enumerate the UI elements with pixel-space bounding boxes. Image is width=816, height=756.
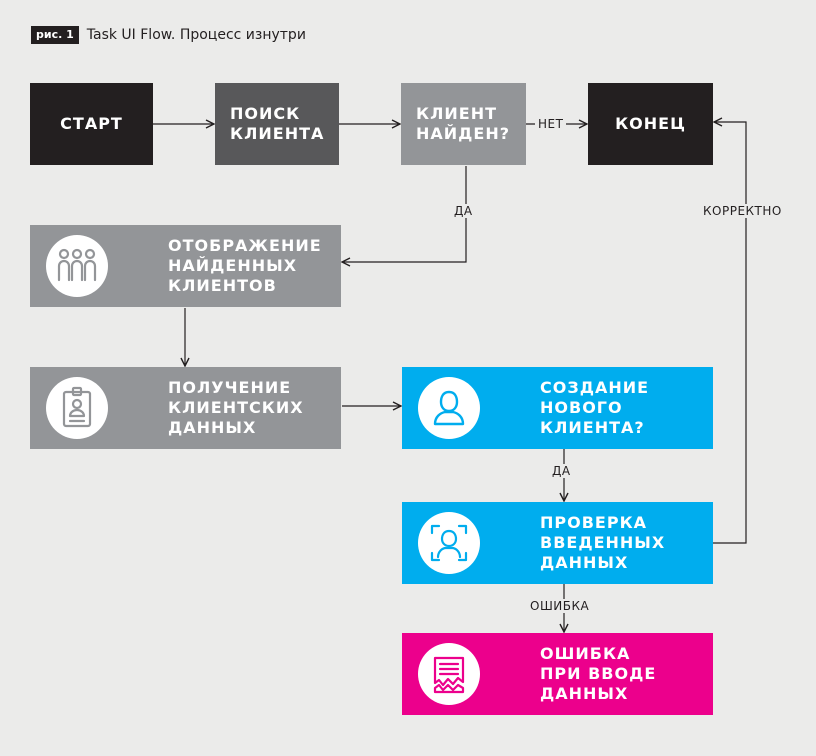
figure-tag: рис. 1 — [31, 26, 79, 44]
node-display-found-label: ОТОБРАЖЕНИЕ НАЙДЕННЫХ КЛИЕНТОВ — [168, 236, 322, 295]
node-get-client-data: ПОЛУЧЕНИЕ КЛИЕНТСКИХ ДАННЫХ — [30, 367, 341, 449]
node-search-client: ПОИСК КЛИЕНТА — [215, 83, 339, 165]
node-client-found: КЛИЕНТ НАЙДЕН? — [401, 83, 526, 165]
node-start: СТАРТ — [30, 83, 153, 165]
node-check-data: ПРОВЕРКА ВВЕДЕННЫХ ДАННЫХ — [402, 502, 713, 584]
edge-found-to-display — [342, 166, 467, 262]
node-display-found: ОТОБРАЖЕНИЕ НАЙДЕННЫХ КЛИЕНТОВ — [30, 225, 341, 307]
node-end-label: КОНЕЦ — [615, 114, 686, 133]
group-of-people-icon — [46, 235, 108, 297]
edge-label-error: ОШИБКА — [527, 599, 593, 613]
node-start-label: СТАРТ — [60, 114, 123, 133]
face-scan-icon — [418, 512, 480, 574]
id-badge-icon — [46, 377, 108, 439]
broken-document-icon — [418, 643, 480, 705]
figure-caption: рис. 1 Task UI Flow. Процесс изнутри — [31, 24, 306, 46]
edge-label-yes-create: ДА — [549, 464, 574, 478]
node-input-error: ОШИБКА ПРИ ВВОДЕ ДАННЫХ — [402, 633, 713, 715]
user-silhouette-icon — [418, 377, 480, 439]
edge-check-to-end — [713, 122, 747, 544]
node-create-client: СОЗДАНИЕ НОВОГО КЛИЕНТА? — [402, 367, 713, 449]
node-input-error-label: ОШИБКА ПРИ ВВОДЕ ДАННЫХ — [540, 644, 657, 703]
figure-title: Task UI Flow. Процесс изнутри — [86, 27, 306, 43]
node-end: КОНЕЦ — [588, 83, 713, 165]
edge-label-yes-found: ДА — [451, 204, 476, 218]
edge-label-correct: КОРРЕКТНО — [700, 204, 785, 218]
node-search-client-label: ПОИСК КЛИЕНТА — [230, 104, 325, 143]
node-check-data-label: ПРОВЕРКА ВВЕДЕННЫХ ДАННЫХ — [540, 513, 666, 572]
node-get-client-data-label: ПОЛУЧЕНИЕ КЛИЕНТСКИХ ДАННЫХ — [168, 378, 304, 437]
node-client-found-label: КЛИЕНТ НАЙДЕН? — [416, 104, 511, 143]
edge-label-no: НЕТ — [535, 117, 567, 131]
node-create-client-label: СОЗДАНИЕ НОВОГО КЛИЕНТА? — [540, 378, 650, 437]
